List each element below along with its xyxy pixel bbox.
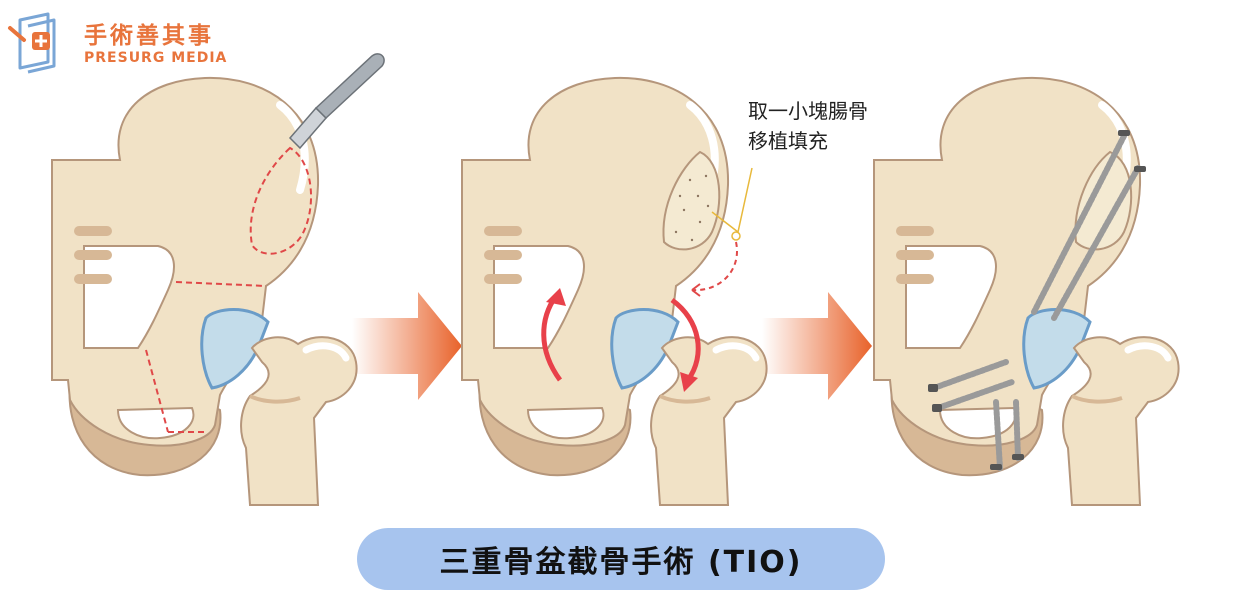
screw-icon bbox=[931, 133, 1141, 471]
callout-line-1: 取一小塊腸骨 bbox=[748, 99, 868, 123]
panel-rotation bbox=[462, 78, 767, 505]
procedure-title: 三重骨盆截骨手術 (TIO) bbox=[439, 545, 803, 580]
surgery-arrow-icon bbox=[762, 292, 872, 400]
surgery-arrow-icon bbox=[352, 292, 462, 400]
graft-cut-line bbox=[249, 146, 313, 255]
panel-before-osteotomy bbox=[52, 53, 385, 505]
callout-line-2: 移植填充 bbox=[748, 129, 828, 153]
brand-logo: 手術善其事 PRESURG MEDIA bbox=[6, 6, 246, 76]
logo-name-en: PRESURG MEDIA bbox=[84, 50, 228, 66]
scalpel-icon bbox=[288, 53, 385, 150]
procedure-title-banner: 三重骨盆截骨手術 (TIO) bbox=[357, 528, 885, 590]
ischial-cut-line bbox=[145, 349, 169, 433]
bone-graft-callout: 取一小塊腸骨 移植填充 bbox=[748, 96, 868, 156]
panel-fixation bbox=[874, 78, 1179, 505]
iliac-cut-line bbox=[175, 281, 267, 287]
logo-icon bbox=[8, 12, 56, 74]
logo-name-zh: 手術善其事 bbox=[84, 23, 214, 49]
rotation-arrow-icon bbox=[541, 288, 701, 392]
